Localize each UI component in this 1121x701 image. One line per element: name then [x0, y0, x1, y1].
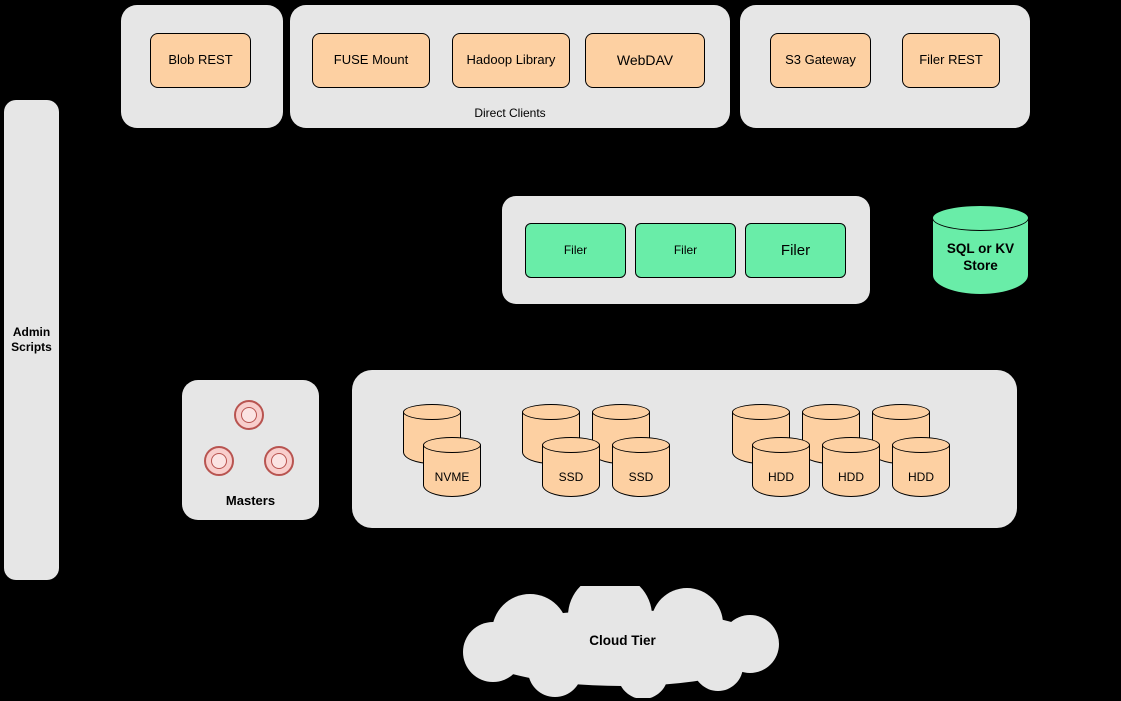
ssd-cylinder-2: SSD [612, 437, 670, 497]
sql-kv-store-label: SQL or KV Store [946, 241, 1015, 273]
master-node-core [271, 453, 287, 469]
master-node-core [211, 453, 227, 469]
masters-group: Masters [182, 380, 319, 520]
hdd-cylinder-3: HDD [892, 437, 950, 497]
master-node-1 [234, 400, 264, 430]
blob-rest-group: Blob REST [121, 5, 283, 128]
webdav-node: WebDAV [585, 33, 705, 88]
nvme-cylinder: NVME [423, 437, 481, 497]
blob-rest-node: Blob REST [150, 33, 251, 88]
cylinder-body [542, 445, 600, 497]
cylinder-top [542, 437, 600, 453]
cylinder-top [612, 437, 670, 453]
hdd-cylinder-2: HDD [822, 437, 880, 497]
cylinder-body [752, 445, 810, 497]
cylinder-top [802, 404, 860, 420]
cloud-tier: Cloud Tier [435, 586, 810, 698]
cylinder-top [752, 437, 810, 453]
cylinder-label: HDD [908, 470, 934, 484]
ssd-cylinder-1: SSD [542, 437, 600, 497]
hdd-cylinder-1: HDD [752, 437, 810, 497]
cylinder-body [423, 445, 481, 497]
cylinder-top [522, 404, 580, 420]
admin-scripts-label: Admin Scripts [11, 325, 52, 354]
cylinder-top [732, 404, 790, 420]
gateway-group: S3 Gateway Filer REST [740, 5, 1030, 128]
cylinder-top [822, 437, 880, 453]
master-node-2 [204, 446, 234, 476]
hadoop-library-node: Hadoop Library [452, 33, 570, 88]
filer-group: Filer Filer Filer [502, 196, 870, 304]
cylinder-top [423, 437, 481, 453]
cylinder-top [872, 404, 930, 420]
cylinder-top [592, 404, 650, 420]
cylinder-label: SSD [558, 470, 584, 484]
direct-clients-label: Direct Clients [474, 106, 546, 120]
filer-node-1: Filer [525, 223, 626, 278]
filer-node-2: Filer [635, 223, 736, 278]
sql-kv-store-cylinder: SQL or KV Store [932, 205, 1029, 295]
cylinder-top [403, 404, 461, 420]
cylinder-top [892, 437, 950, 453]
admin-scripts-bar: Admin Scripts [4, 100, 59, 580]
cylinder-label: SSD [628, 470, 654, 484]
master-node-core [241, 407, 257, 423]
fuse-mount-node: FUSE Mount [312, 33, 430, 88]
filer-node-3: Filer [745, 223, 846, 278]
cylinder-label: NVME [434, 470, 470, 484]
cylinder-label: HDD [838, 470, 864, 484]
cylinder-top [932, 205, 1029, 231]
cloud-shape [463, 586, 779, 698]
filer-rest-node: Filer REST [902, 33, 1000, 88]
s3-gateway-node: S3 Gateway [770, 33, 871, 88]
master-node-3 [264, 446, 294, 476]
cylinder-body [612, 445, 670, 497]
masters-label: Masters [225, 493, 276, 508]
cloud-tier-label: Cloud Tier [589, 633, 656, 648]
direct-clients-group: FUSE Mount Hadoop Library WebDAV Direct … [290, 5, 730, 128]
cylinder-label: HDD [768, 470, 794, 484]
volume-servers-group: NVME SSD SSD HDD HDD [352, 370, 1017, 528]
